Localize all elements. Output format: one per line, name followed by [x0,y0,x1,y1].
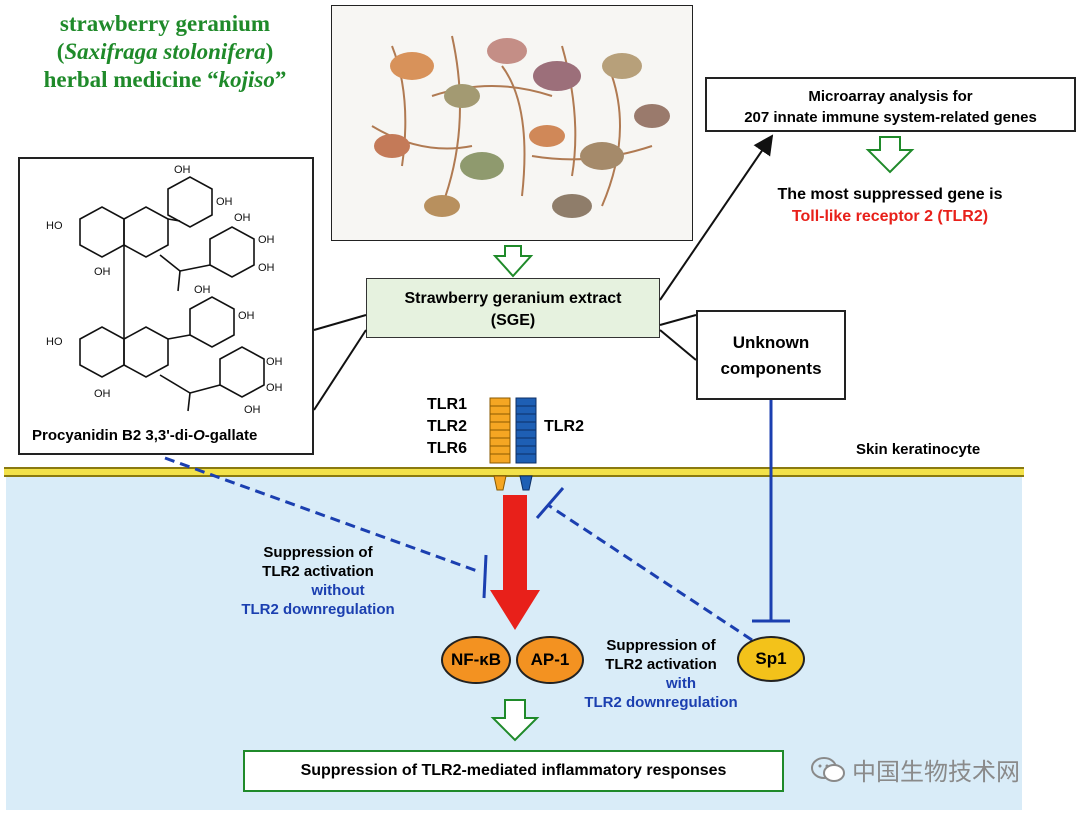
right-effect-line1: Suppression of [606,637,716,654]
photo-to-sge-arrow [492,245,534,278]
microarray-line2: 207 innate immune system-related genes [744,109,1037,126]
wechat-icon [811,756,845,782]
dried-leaves-image [371,35,670,218]
left-effect-line2: TLR2 activation [262,563,374,580]
most-suppressed-line1: The most suppressed gene is [777,186,1003,203]
cell-membrane [4,467,1024,477]
herb-photo [331,5,693,241]
oh-label: OH [266,382,283,394]
sge-box: Strawberry geranium extract (SGE) [366,278,660,338]
left-effect-text: Suppression of TLR2 activation without T… [228,543,408,619]
left-effect-line4: TLR2 downregulation [241,601,395,618]
plant-title: strawberry geranium (Saxifraga stolonife… [10,10,320,94]
tlr6-label: TLR6 [427,440,467,457]
oh-label: OH [244,404,261,416]
unknown-line1: Unknown [732,333,810,352]
result-box: Suppression of TLR2-mediated inflammator… [243,750,784,792]
cell-label: Skin keratinocyte [856,441,981,458]
structure-caption: Procyanidin B2 3,3'-di-O-gallate [32,427,258,444]
unknown-components-box: Unknown components [696,310,846,400]
callout-unknown-upper [659,314,697,326]
oh-label: OH [266,356,283,368]
callout-structure-upper [313,314,367,331]
oh-label: OH [216,196,233,208]
sge-line2: (SGE) [490,312,536,329]
oh-label: OH [94,266,111,278]
right-effect-line4: TLR2 downregulation [584,694,738,711]
right-effect-line2: TLR2 activation [605,656,717,673]
watermark-text: 中国生物技术网 [852,759,1020,786]
result-text: Suppression of TLR2-mediated inflammator… [300,762,727,779]
ho-label: HO [46,220,63,232]
callout-unknown-lower [659,329,697,361]
oh-label: OH [174,164,191,176]
oh-label: OH [194,284,211,296]
sp1-node: Sp1 [737,636,805,682]
right-effect-line3: with [666,675,696,692]
sge-line1: Strawberry geranium extract [404,290,622,307]
nfkb-node: NF-κB [441,636,511,684]
most-suppressed-line2: Toll-like receptor 2 (TLR2) [791,208,989,225]
microarray-down-arrow [865,136,915,174]
tlr-left-labels: TLR1 TLR2 TLR6 [427,394,467,460]
unknown-line2: components [720,359,822,378]
left-effect-line1: Suppression of [263,544,373,561]
ho-label: HO [46,336,63,348]
left-effect-line3: without [311,582,365,599]
tlr2-label: TLR2 [427,418,467,435]
most-suppressed-text: The most suppressed gene is Toll-like re… [720,184,1060,228]
oh-label: OH [238,310,255,322]
microarray-box: Microarray analysis for 207 innate immun… [705,77,1076,132]
microarray-line1: Microarray analysis for [808,88,973,105]
oh-label: OH [258,234,275,246]
ap1-node: AP-1 [516,636,584,684]
oh-label: OH [94,388,111,400]
oh-label: OH [258,262,275,274]
callout-structure-lower [313,329,367,411]
structure-box: OH OH HO OH OH OH OH OH OH HO OH OH OH O… [18,157,314,455]
watermark: 中国生物技术网 [810,752,1020,787]
title-line2: (Saxifraga stolonifera) [56,39,274,64]
tlr1-label: TLR1 [427,396,467,413]
oh-label: OH [234,212,251,224]
title-line3: herbal medicine “kojiso” [43,67,287,92]
right-effect-text: Suppression of TLR2 activation with TLR2… [566,636,756,712]
tlr-right-label: TLR2 [544,418,584,435]
procyanidin-structure: OH OH HO OH OH OH OH OH OH HO OH OH OH O… [46,164,283,416]
title-line1: strawberry geranium [59,11,271,36]
